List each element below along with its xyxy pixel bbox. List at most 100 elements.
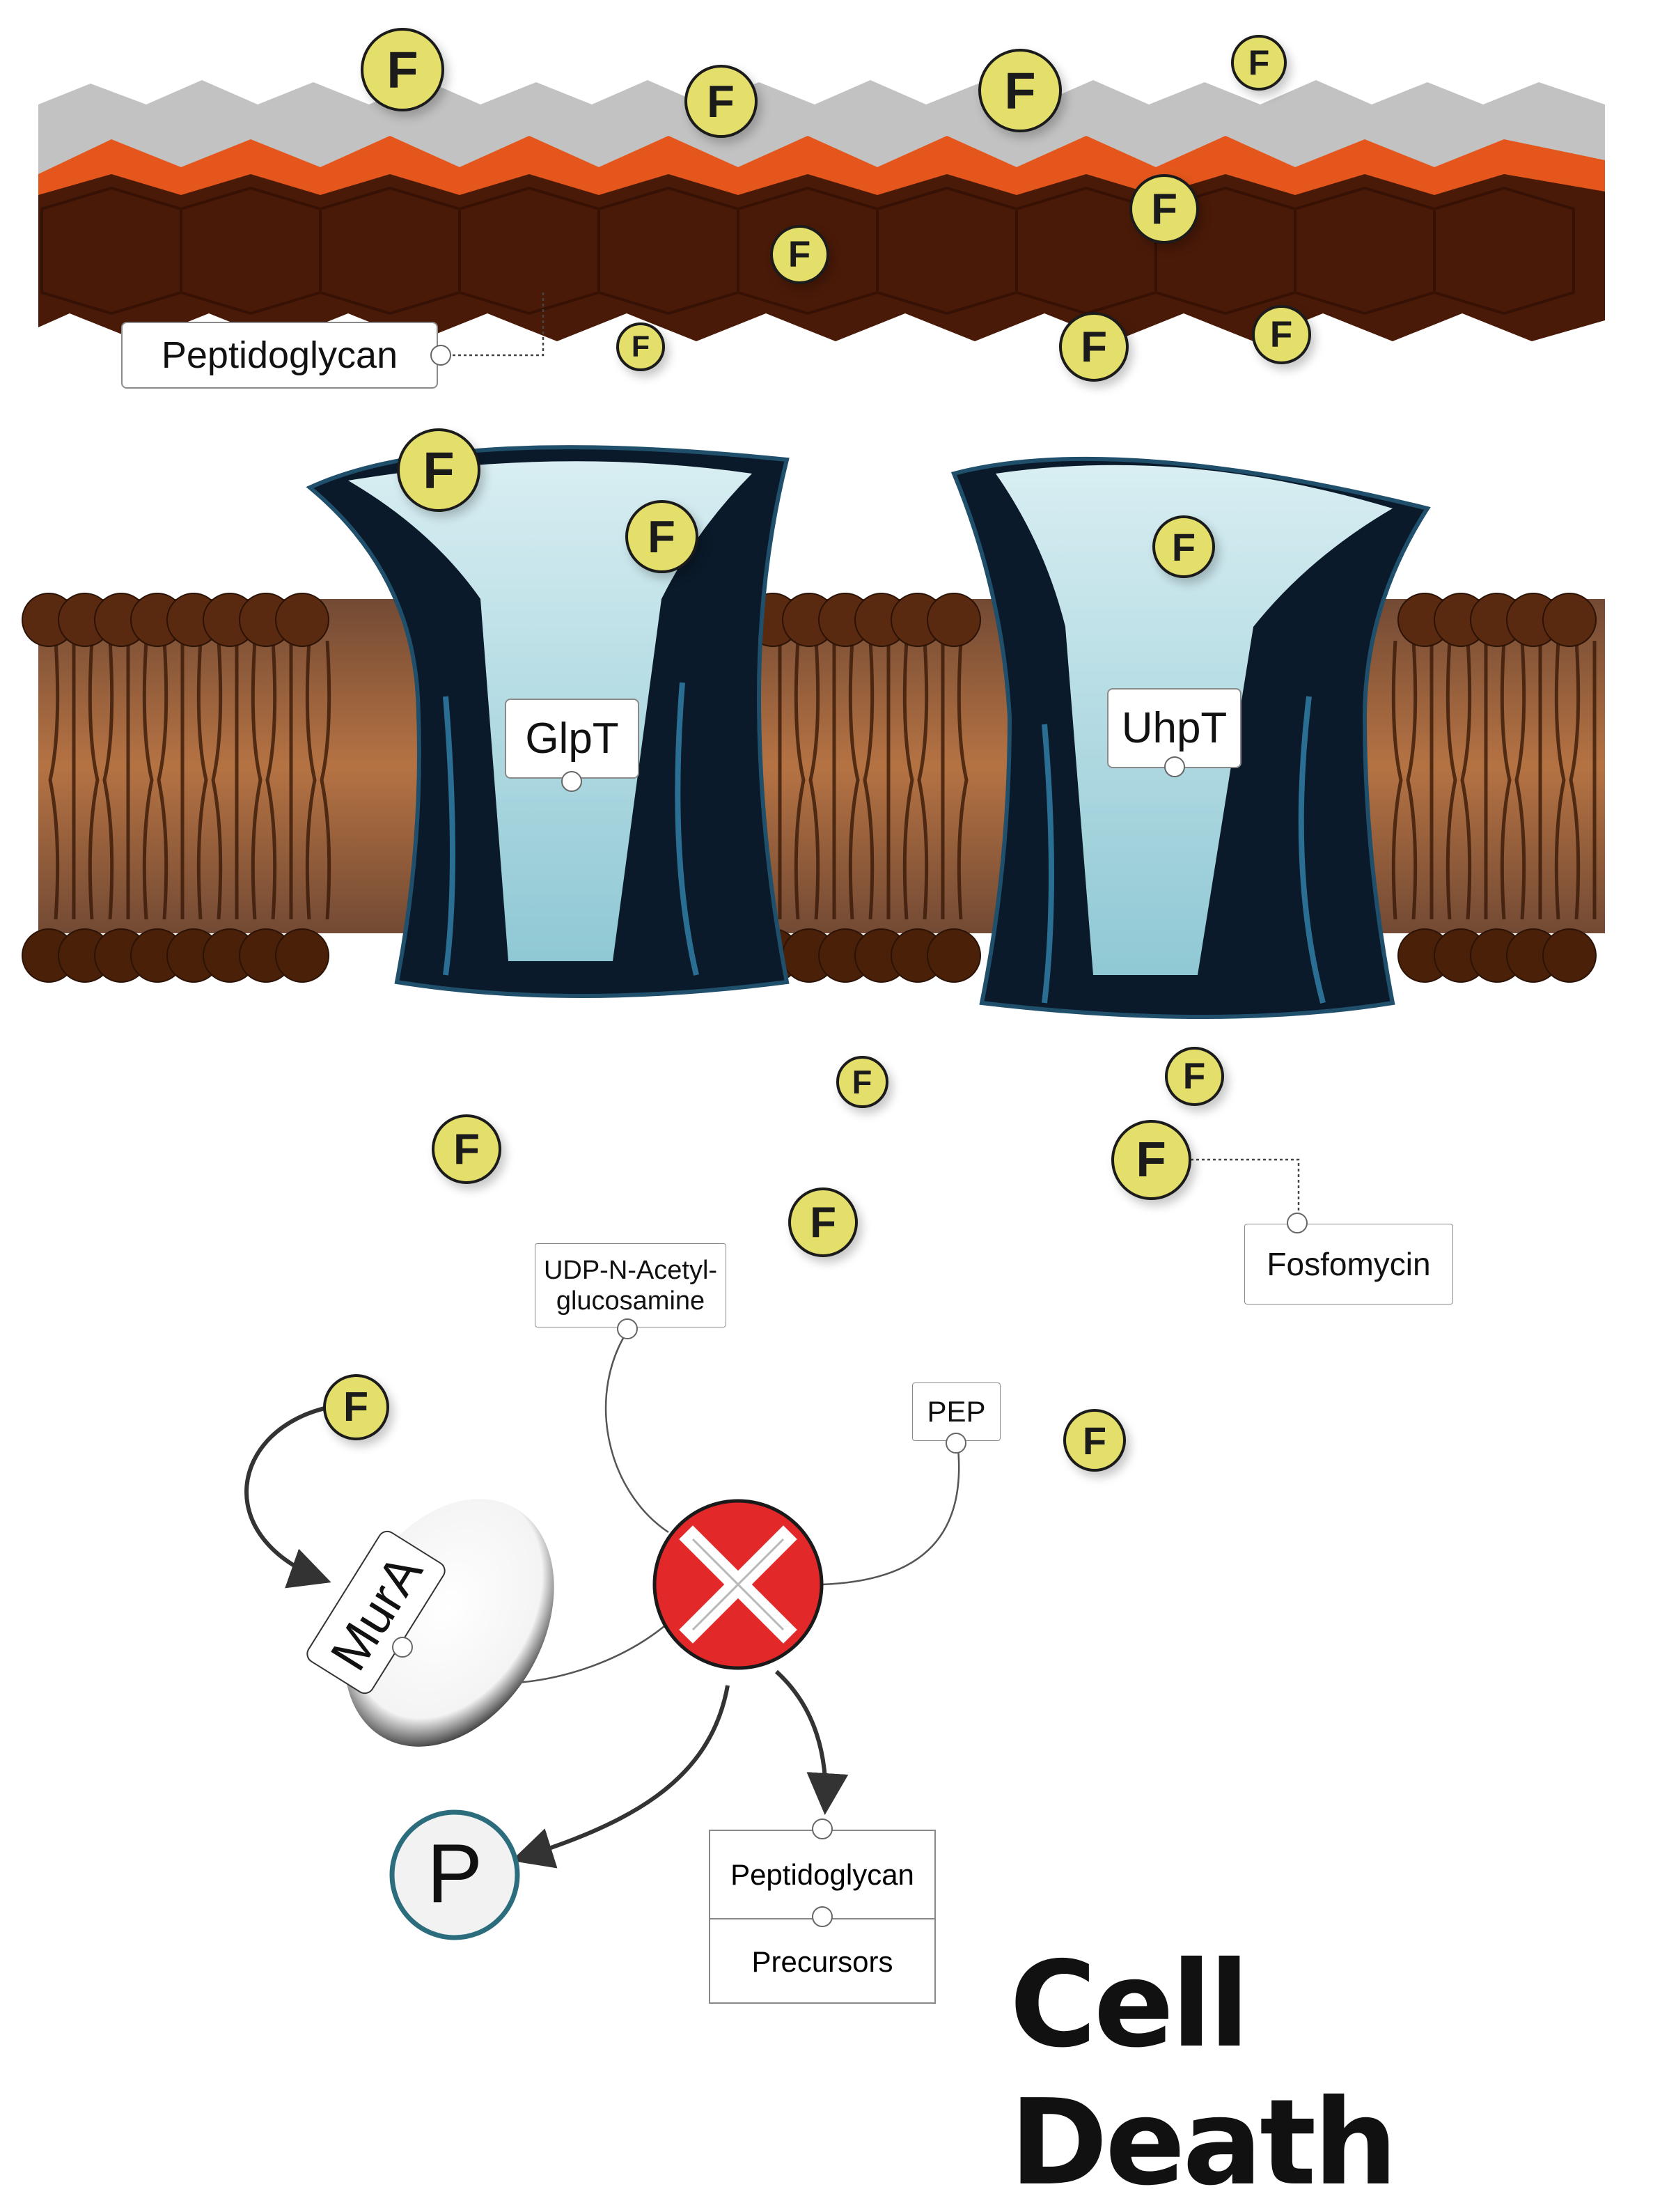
reaction-arrows xyxy=(244,1405,849,1869)
fosfomycin-symbol: F xyxy=(1082,1418,1107,1463)
fosfomycin-molecule-icon: F xyxy=(1063,1409,1126,1472)
fosfomycin-symbol: F xyxy=(788,233,811,275)
peptidoglycan-label: Peptidoglycan xyxy=(121,322,438,389)
lipid-tail xyxy=(102,640,114,920)
lipid-tail xyxy=(1460,640,1472,920)
precursors-mid-anchor-dot xyxy=(812,1906,833,1927)
phosphate-label-text: P xyxy=(426,1827,483,1920)
lipid-head xyxy=(927,593,981,647)
lipid-tail xyxy=(1446,640,1457,920)
peptidoglycan-anchor-dot xyxy=(430,345,451,366)
fosfomycin-molecule-icon: F xyxy=(1152,515,1215,578)
lipid-tail xyxy=(863,640,875,920)
lipid-tail xyxy=(902,640,914,920)
fosfomycin-molecule-icon: F xyxy=(616,322,665,371)
lipid-tail xyxy=(808,640,820,920)
peptidoglycan-connector xyxy=(453,293,545,357)
peptidoglycan-layer xyxy=(38,80,1605,341)
fosfomycin-molecule-icon: F xyxy=(684,64,758,138)
udp-anchor-dot xyxy=(617,1318,638,1339)
fosfomycin-label: Fosfomycin xyxy=(1244,1224,1453,1304)
lipid-tail xyxy=(848,640,860,920)
lipid-tail xyxy=(48,640,60,920)
fosfomycin-symbol: F xyxy=(1269,313,1293,355)
lipid-tail xyxy=(957,640,969,920)
lipid-tail xyxy=(157,640,169,920)
precursors-top-text: Peptidoglycan xyxy=(730,1857,914,1891)
lipid-tail xyxy=(794,640,806,920)
lipid-head xyxy=(1542,928,1597,983)
fosfomycin-molecule-icon: F xyxy=(432,1114,501,1184)
pep-to-reaction xyxy=(821,1441,960,1586)
inhibition-icon xyxy=(652,1499,824,1670)
fosfomycin-molecule-icon: F xyxy=(397,428,480,512)
lipid-tail xyxy=(1514,640,1526,920)
lipid-tail xyxy=(917,640,929,920)
precursors-top-anchor-dot xyxy=(812,1818,833,1839)
lipid-heads-bottom xyxy=(22,928,1597,983)
fosfomycin-molecule-icon: F xyxy=(1111,1119,1191,1200)
udp-label-line1: UDP-N-Acetyl- xyxy=(543,1255,718,1285)
fosfomycin-symbol: F xyxy=(1171,524,1196,569)
fosfomycin-symbol: F xyxy=(648,511,675,562)
lipid-heads-top xyxy=(22,593,1597,647)
fosfomycin-molecule-icon: F xyxy=(788,1187,858,1257)
lipid-head xyxy=(1542,593,1597,647)
lipid-tail xyxy=(305,640,317,920)
lipid-tail xyxy=(1406,640,1418,920)
uhpt-label: UhpT xyxy=(1107,688,1241,768)
lipid-tail xyxy=(265,640,277,920)
fosfomycin-molecule-icon: F xyxy=(361,28,444,111)
phosphate-icon xyxy=(389,1809,520,1940)
lipid-tail xyxy=(196,640,208,920)
fosfomycin-symbol: F xyxy=(343,1384,369,1430)
fosfomycin-symbol: F xyxy=(423,441,455,499)
fosfomycin-symbol: F xyxy=(1081,322,1107,371)
fosfomycin-to-mura-arrow xyxy=(244,1405,331,1589)
udp-glcnac-label: UDP-N-Acetyl- glucosamine xyxy=(535,1243,726,1327)
udp-to-reaction xyxy=(604,1326,669,1534)
reaction-to-phosphate-arrow xyxy=(511,1685,730,1869)
precursors-bottom-cell: Precursors xyxy=(710,1919,934,2004)
pep-label-text: PEP xyxy=(927,1395,986,1428)
lipid-tail xyxy=(1554,640,1566,920)
fosfomycin-symbol: F xyxy=(1248,43,1270,82)
fosfomycin-anchor-dot xyxy=(1287,1213,1308,1233)
fosfomycin-molecule-icon: F xyxy=(769,224,829,284)
diagram-artwork xyxy=(22,80,1605,1940)
lipid-tail xyxy=(1391,640,1403,920)
lipid-tail xyxy=(1569,640,1581,920)
lipid-tail xyxy=(251,640,263,920)
uhpt-label-text: UhpT xyxy=(1121,704,1228,752)
fosfomycin-symbol: F xyxy=(852,1063,872,1100)
fosfomycin-connector xyxy=(1191,1158,1300,1226)
connector-lines xyxy=(453,293,1300,1226)
glpt-anchor-dot xyxy=(561,771,582,792)
fosfomycin-molecule-icon: F xyxy=(1231,35,1287,91)
udp-label-line2: glucosamine xyxy=(556,1286,705,1316)
lipid-head xyxy=(275,593,329,647)
lipid-tail xyxy=(88,640,100,920)
fosfomycin-molecule-icon: F xyxy=(1164,1046,1224,1106)
fosfomycin-symbol: F xyxy=(453,1125,480,1174)
fosfomycin-symbol: F xyxy=(1151,185,1177,233)
lipid-head xyxy=(927,928,981,983)
fosfomycin-molecule-icon: F xyxy=(836,1055,888,1108)
uhpt-anchor-dot xyxy=(1164,756,1185,777)
mura-anchor-dot xyxy=(392,1637,413,1658)
fosfomycin-label-text: Fosfomycin xyxy=(1267,1246,1431,1282)
fosfomycin-symbol: F xyxy=(707,75,735,127)
fosfomycin-symbol: F xyxy=(631,329,650,364)
peptidoglycan-label-text: Peptidoglycan xyxy=(161,334,398,376)
pep-label: PEP xyxy=(912,1382,1001,1441)
cell-death-title: Cell Death xyxy=(1010,1936,1397,2212)
lipid-tails xyxy=(48,640,1597,920)
precursors-top-cell: Peptidoglycan xyxy=(710,1831,934,1919)
fosfomycin-molecule-icon: F xyxy=(1129,174,1199,244)
pep-anchor-dot xyxy=(946,1433,966,1454)
diagram-canvas: Peptidoglycan GlpT UhpT Fosfomycin UDP-N… xyxy=(22,28,1605,2212)
fosfomycin-molecule-icon: F xyxy=(1059,312,1129,382)
lipid-tail xyxy=(211,640,223,920)
fosfomycin-symbol: F xyxy=(1182,1055,1206,1097)
fosfomycin-symbol: F xyxy=(1004,61,1036,120)
